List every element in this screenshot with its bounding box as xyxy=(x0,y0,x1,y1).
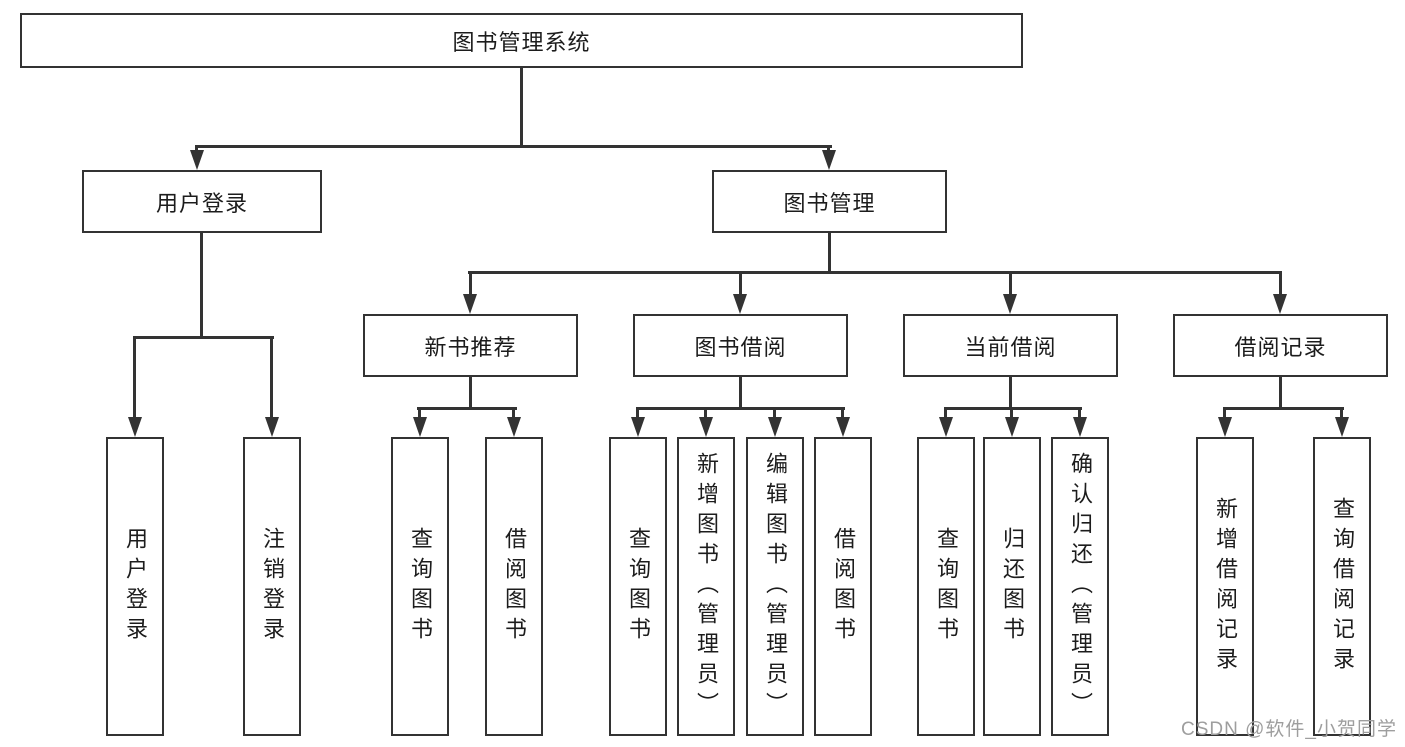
node-label: 新增图书（管理员） xyxy=(694,451,719,722)
leaf-user-login: 用户登录 xyxy=(106,437,164,736)
arrow-down-icon xyxy=(768,417,782,437)
connector-line xyxy=(1340,407,1343,419)
arrow-down-icon xyxy=(699,417,713,437)
connector-line xyxy=(773,407,776,419)
node-label: 借阅图书 xyxy=(502,526,527,647)
leaf-borrowing-add-books-admin: 新增图书（管理员） xyxy=(677,437,735,736)
arrow-down-icon xyxy=(1273,294,1287,314)
node-label: 当前借阅 xyxy=(964,334,1057,360)
connector-line xyxy=(512,407,515,419)
node-label: 编辑图书（管理员） xyxy=(763,451,788,722)
node-new-book-recommendation: 新书推荐 xyxy=(363,314,578,377)
arrow-down-icon xyxy=(265,417,279,437)
arrow-down-icon xyxy=(507,417,521,437)
arrow-down-icon xyxy=(631,417,645,437)
leaf-borrowing-borrow-books: 借阅图书 xyxy=(814,437,872,736)
leaf-records-add-borrow-record: 新增借阅记录 xyxy=(1196,437,1254,736)
connector-line xyxy=(195,145,832,148)
leaf-recommend-borrow-books: 借阅图书 xyxy=(485,437,543,736)
connector-line xyxy=(133,336,274,339)
arrow-down-icon xyxy=(1218,417,1232,437)
connector-line xyxy=(944,407,1082,410)
node-label: 新增借阅记录 xyxy=(1213,496,1238,677)
connector-line xyxy=(195,145,198,154)
csdn-watermark: CSDN @软件_小贺同学 xyxy=(1181,719,1397,740)
connector-line xyxy=(1009,271,1012,297)
connector-line xyxy=(469,271,472,297)
node-label: 查询图书 xyxy=(408,526,433,647)
leaf-recommend-query-books: 查询图书 xyxy=(391,437,449,736)
leaf-current-query-books: 查询图书 xyxy=(917,437,975,736)
arrow-down-icon xyxy=(190,150,204,170)
node-label: 图书管理系统 xyxy=(452,29,591,55)
connector-line xyxy=(469,375,472,410)
arrow-down-icon xyxy=(463,294,477,314)
leaf-current-confirm-return-admin: 确认归还（管理员） xyxy=(1051,437,1109,736)
connector-line xyxy=(1279,375,1282,410)
connector-line xyxy=(944,407,947,419)
node-label: 查询图书 xyxy=(934,526,959,647)
connector-line xyxy=(827,145,830,154)
arrow-down-icon xyxy=(1073,417,1087,437)
node-label: 查询借阅记录 xyxy=(1330,496,1355,677)
arrow-down-icon xyxy=(733,294,747,314)
connector-line xyxy=(739,271,742,297)
node-user-login: 用户登录 xyxy=(82,170,322,233)
node-book-management: 图书管理 xyxy=(712,170,947,233)
connector-line xyxy=(417,407,517,410)
connector-line xyxy=(1078,407,1081,419)
arrow-down-icon xyxy=(1005,417,1019,437)
node-label: 用户登录 xyxy=(155,190,248,216)
node-label: 图书管理 xyxy=(783,190,876,216)
connector-line xyxy=(828,231,831,273)
arrow-down-icon xyxy=(939,417,953,437)
connector-line xyxy=(636,407,639,419)
node-library-management-system: 图书管理系统 xyxy=(20,13,1023,68)
leaf-records-query-borrow-record: 查询借阅记录 xyxy=(1313,437,1371,736)
node-label: 借阅图书 xyxy=(831,526,856,647)
node-label: 图书借阅 xyxy=(694,334,787,360)
node-label: 注销登录 xyxy=(260,526,285,647)
node-label: 借阅记录 xyxy=(1234,334,1327,360)
connector-line xyxy=(133,336,136,419)
node-label: 查询图书 xyxy=(626,526,651,647)
connector-line xyxy=(1223,407,1226,419)
connector-line xyxy=(468,271,1282,274)
node-label: 确认归还（管理员） xyxy=(1068,451,1093,722)
arrow-down-icon xyxy=(1335,417,1349,437)
arrow-down-icon xyxy=(1003,294,1017,314)
connector-line xyxy=(1009,375,1012,410)
leaf-borrowing-edit-books-admin: 编辑图书（管理员） xyxy=(746,437,804,736)
connector-line xyxy=(418,407,421,419)
connector-line xyxy=(270,336,273,419)
connector-line xyxy=(704,407,707,419)
connector-line xyxy=(520,66,523,147)
connector-line xyxy=(1223,407,1344,410)
node-book-borrowing: 图书借阅 xyxy=(633,314,848,377)
connector-line xyxy=(1010,407,1013,419)
connector-line xyxy=(1279,271,1282,297)
leaf-current-return-books: 归还图书 xyxy=(983,437,1041,736)
arrow-down-icon xyxy=(413,417,427,437)
connector-line xyxy=(841,407,844,419)
arrow-down-icon xyxy=(822,150,836,170)
connector-line xyxy=(200,231,203,336)
node-current-borrowing: 当前借阅 xyxy=(903,314,1118,377)
leaf-borrowing-query-books: 查询图书 xyxy=(609,437,667,736)
arrow-down-icon xyxy=(128,417,142,437)
node-label: 新书推荐 xyxy=(424,334,517,360)
connector-line xyxy=(739,375,742,410)
arrow-down-icon xyxy=(836,417,850,437)
node-label: 归还图书 xyxy=(1000,526,1025,647)
leaf-logout: 注销登录 xyxy=(243,437,301,736)
node-label: 用户登录 xyxy=(123,526,148,647)
connector-line xyxy=(636,407,845,410)
node-borrowing-records: 借阅记录 xyxy=(1173,314,1388,377)
